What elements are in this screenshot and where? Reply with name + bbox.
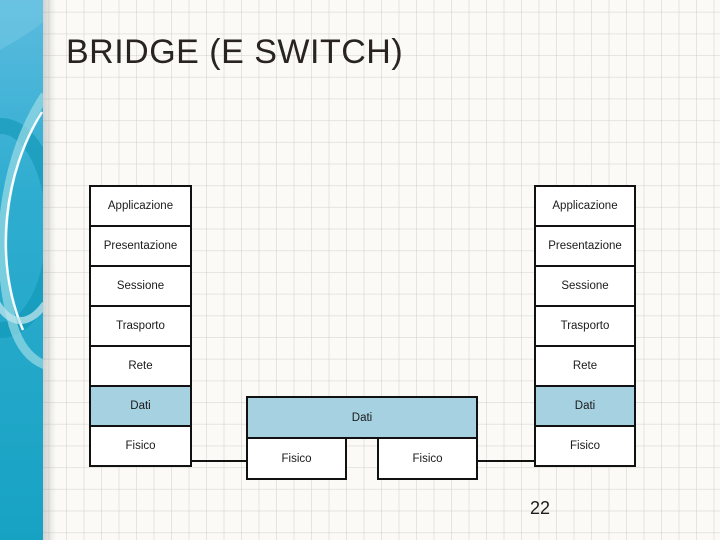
sidebar-edge-shadow bbox=[43, 0, 56, 540]
sidebar-bottom-swirl bbox=[0, 301, 43, 324]
layer-box-dati: Dati bbox=[89, 385, 192, 427]
layer-box-dati: Dati bbox=[534, 385, 636, 427]
layer-box-sessione: Sessione bbox=[89, 265, 192, 307]
sidebar-ring-swirl bbox=[0, 118, 43, 338]
connector-line-right bbox=[478, 460, 534, 462]
sidebar-top-fold bbox=[0, 0, 43, 50]
bridge-dati-box: Dati bbox=[246, 396, 478, 439]
layer-box-rete: Rete bbox=[89, 345, 192, 387]
layer-box-trasporto: Trasporto bbox=[89, 305, 192, 347]
layer-box-rete: Rete bbox=[534, 345, 636, 387]
bridge-fisico-left-box: Fisico bbox=[246, 437, 347, 480]
layer-box-trasporto: Trasporto bbox=[534, 305, 636, 347]
layer-box-presentazione: Presentazione bbox=[89, 225, 192, 267]
sidebar-decoration bbox=[0, 0, 43, 540]
page-number: 22 bbox=[529, 498, 551, 518]
layer-box-fisico: Fisico bbox=[534, 425, 636, 467]
layer-box-presentazione: Presentazione bbox=[534, 225, 636, 267]
sidebar-light-ribbon bbox=[0, 92, 43, 370]
layer-box-applicazione: Applicazione bbox=[89, 185, 192, 227]
layer-box-fisico: Fisico bbox=[89, 425, 192, 467]
sidebar-white-arc bbox=[4, 111, 43, 331]
layer-box-applicazione: Applicazione bbox=[534, 185, 636, 227]
slide-title: BRIDGE (E SWITCH) bbox=[66, 33, 404, 71]
bridge-fisico-right-box: Fisico bbox=[377, 437, 478, 480]
layer-box-sessione: Sessione bbox=[534, 265, 636, 307]
connector-line-left bbox=[192, 460, 246, 462]
